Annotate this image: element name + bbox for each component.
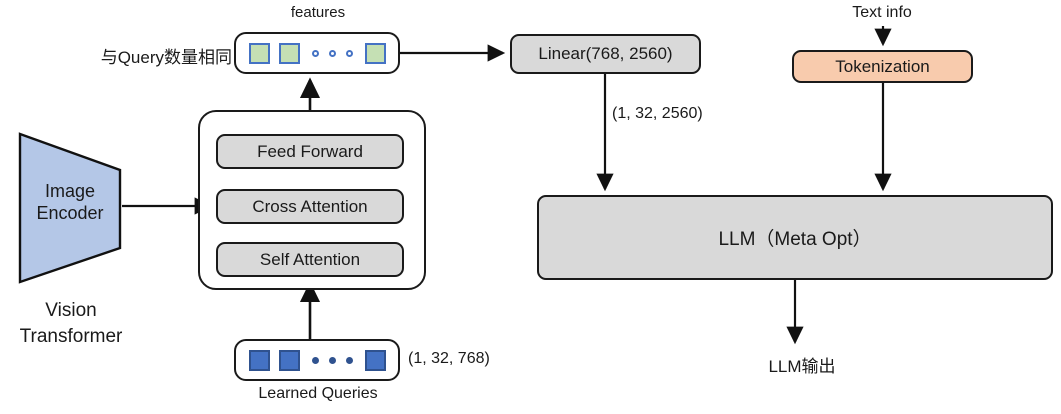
linear-output-shape-label: (1, 32, 2560) — [612, 105, 703, 122]
llm-box: LLM（Meta Opt） — [537, 195, 1053, 280]
learned-queries-shape-label: (1, 32, 768) — [408, 350, 490, 367]
image-encoder-label-line2: Encoder — [36, 203, 104, 223]
learned-queries-caption: Learned Queries — [258, 385, 378, 402]
image-encoder-shape — [18, 132, 122, 284]
learned-queries-box — [234, 339, 400, 381]
text-info-caption: Text info — [852, 4, 912, 21]
image-encoder-label-line1: Image — [44, 181, 96, 201]
vision-transformer-caption: Vision Transformer — [6, 298, 136, 350]
features-ellipsis — [311, 49, 353, 57]
features-caption: features — [290, 4, 346, 21]
query-chip-1 — [248, 349, 270, 371]
feed-forward-block: Feed Forward — [216, 134, 404, 169]
ellipsis-dot-2 — [328, 49, 336, 57]
ellipsis-dot-3 — [345, 49, 353, 57]
cross-attention-block: Cross Attention — [216, 189, 404, 224]
self-attention-block: Self Attention — [216, 242, 404, 277]
query-count-label: 与Query数量相同 — [100, 48, 232, 67]
image-encoder-label: Image Encoder — [18, 180, 122, 224]
query-ellipsis-dot-1 — [311, 356, 319, 364]
vision-transformer-caption-line2: Transformer — [19, 326, 123, 347]
query-ellipsis-dot-2 — [328, 356, 336, 364]
llm-output-caption: LLM输出 — [768, 357, 836, 376]
tokenization-box: Tokenization — [792, 50, 973, 83]
query-chip-2 — [278, 349, 300, 371]
ellipsis-dot-1 — [311, 49, 319, 57]
queries-chip-row — [236, 349, 398, 371]
features-box — [234, 32, 400, 74]
queries-ellipsis — [311, 356, 353, 364]
query-chip-3 — [364, 349, 386, 371]
feature-chip-1 — [248, 42, 270, 64]
linear-projection-box: Linear(768, 2560) — [510, 34, 701, 74]
feature-chip-2 — [278, 42, 300, 64]
vision-transformer-caption-line1: Vision — [45, 300, 97, 321]
feature-chip-3 — [364, 42, 386, 64]
query-ellipsis-dot-3 — [345, 356, 353, 364]
features-chip-row — [236, 42, 398, 64]
